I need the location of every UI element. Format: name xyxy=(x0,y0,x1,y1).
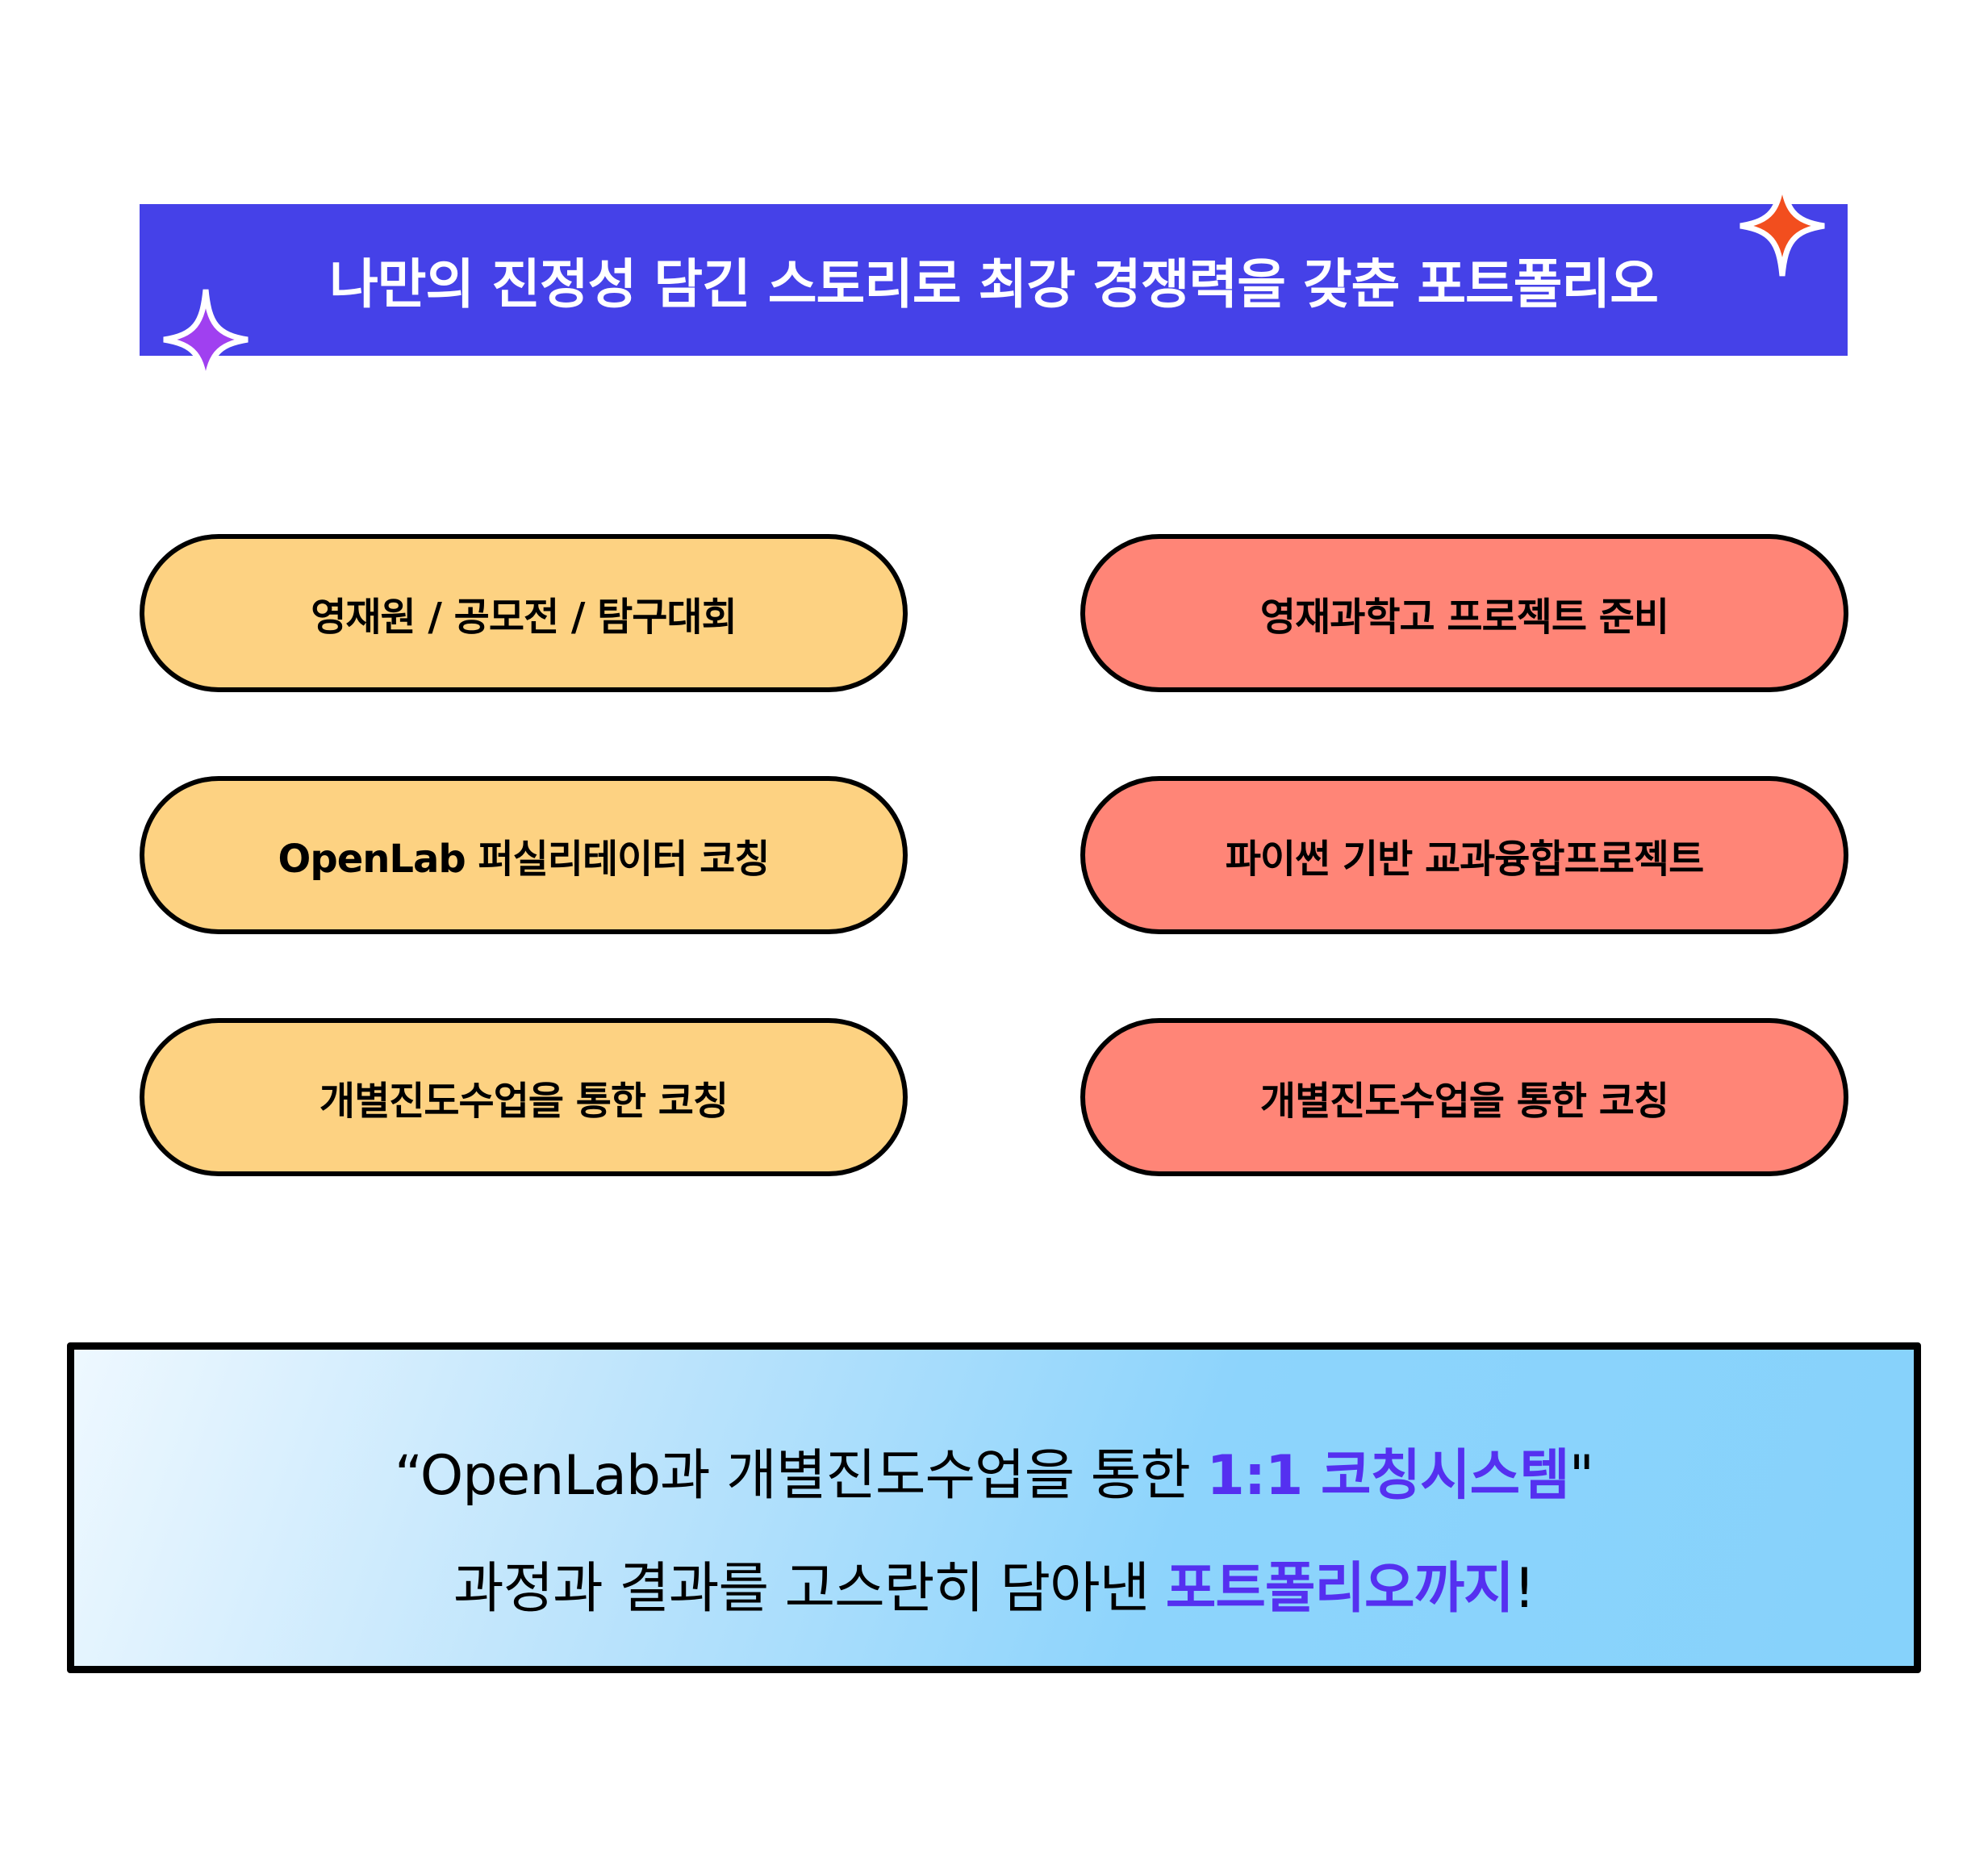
summary-text: " xyxy=(1568,1444,1594,1508)
summary-highlight: 1:1 코칭시스템 xyxy=(1206,1444,1570,1508)
title-banner: 나만의 진정성 담긴 스토리로 최강 경쟁력을 갖춘 포트폴리오 xyxy=(140,204,1848,356)
pill-label: OpenLab 퍼실리테이터 코칭 xyxy=(278,837,771,882)
pill-label: 파이썬 기반 교과융합프로젝트 xyxy=(1225,837,1705,882)
summary-highlight: 포트폴리오까지 xyxy=(1165,1557,1514,1621)
sparkle-purple-icon xyxy=(163,289,248,390)
sparkle-orange-icon xyxy=(1740,175,1825,277)
pill-gifted-contest: 영재원 / 공모전 / 탐구대회 xyxy=(140,534,908,692)
summary-box: “OpenLab과 개별진도수업을 통한 1:1 코칭시스템" 과정과 결과를 … xyxy=(67,1342,1921,1673)
pill-label: 영재과학고 프로젝트 준비 xyxy=(1259,595,1669,640)
summary-line-1: “OpenLab과 개별진도수업을 통한 1:1 코칭시스템" xyxy=(74,1430,1914,1510)
summary-text: “OpenLab과 개별진도수업을 통한 xyxy=(394,1444,1207,1508)
banner-title: 나만의 진정성 담긴 스토리로 최강 경쟁력을 갖춘 포트폴리오 xyxy=(329,253,1659,315)
pill-individual-coaching-right: 개별진도수업을 통한 코칭 xyxy=(1080,1018,1848,1176)
pill-label: 개별진도수업을 통한 코칭 xyxy=(319,1079,729,1124)
summary-text: 과정과 결과를 고스란히 담아낸 xyxy=(453,1557,1166,1621)
pill-openlab-coaching: OpenLab 퍼실리테이터 코칭 xyxy=(140,776,908,934)
pill-label: 개별진도수업을 통한 코칭 xyxy=(1259,1079,1669,1124)
summary-line-2: 과정과 결과를 고스란히 담아낸 포트폴리오까지! xyxy=(74,1543,1914,1623)
pill-python-project: 파이썬 기반 교과융합프로젝트 xyxy=(1080,776,1848,934)
summary-text: ! xyxy=(1513,1557,1535,1621)
pill-individual-coaching-left: 개별진도수업을 통한 코칭 xyxy=(140,1018,908,1176)
pill-label: 영재원 / 공모전 / 탐구대회 xyxy=(311,595,737,640)
pill-science-high-project: 영재과학고 프로젝트 준비 xyxy=(1080,534,1848,692)
